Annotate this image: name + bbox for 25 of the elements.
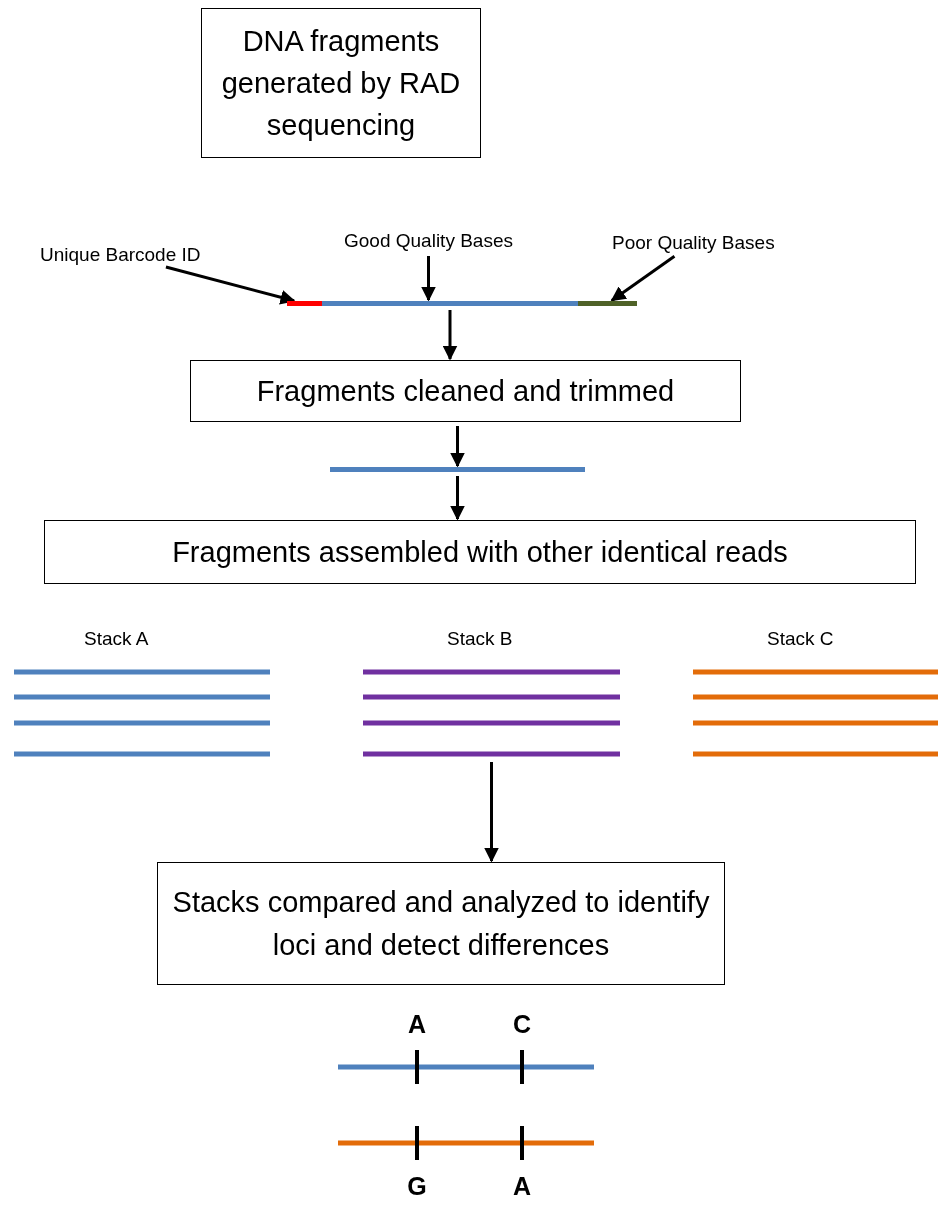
read-segment [578, 301, 637, 306]
read-segment [330, 467, 585, 472]
stack-label: Stack C [767, 628, 834, 650]
read-segment [287, 301, 322, 306]
arrow [450, 476, 465, 521]
base-letter: C [512, 1010, 532, 1039]
annotation-label: Unique Barcode ID [40, 244, 201, 266]
annotation-label: Good Quality Bases [344, 230, 513, 252]
process-box: Stacks compared and analyzed to identify loci and detect differences [157, 862, 725, 985]
process-box: DNA fragments generated by RAD sequencing [201, 8, 481, 158]
arrow [442, 310, 458, 361]
annotation-label: Poor Quality Bases [612, 232, 775, 254]
stack-label: Stack A [84, 628, 149, 650]
base-letter: A [512, 1172, 532, 1201]
stack-label: Stack B [447, 628, 513, 650]
process-box: Fragments assembled with other identical reads [44, 520, 916, 584]
arrow [421, 256, 436, 302]
read-segment [322, 301, 578, 306]
process-box: Fragments cleaned and trimmed [190, 360, 741, 422]
arrow [165, 265, 296, 305]
base-letter: A [407, 1010, 427, 1039]
arrow [610, 255, 676, 302]
base-letter: G [407, 1172, 427, 1201]
arrow [450, 426, 465, 468]
arrow [484, 762, 499, 863]
